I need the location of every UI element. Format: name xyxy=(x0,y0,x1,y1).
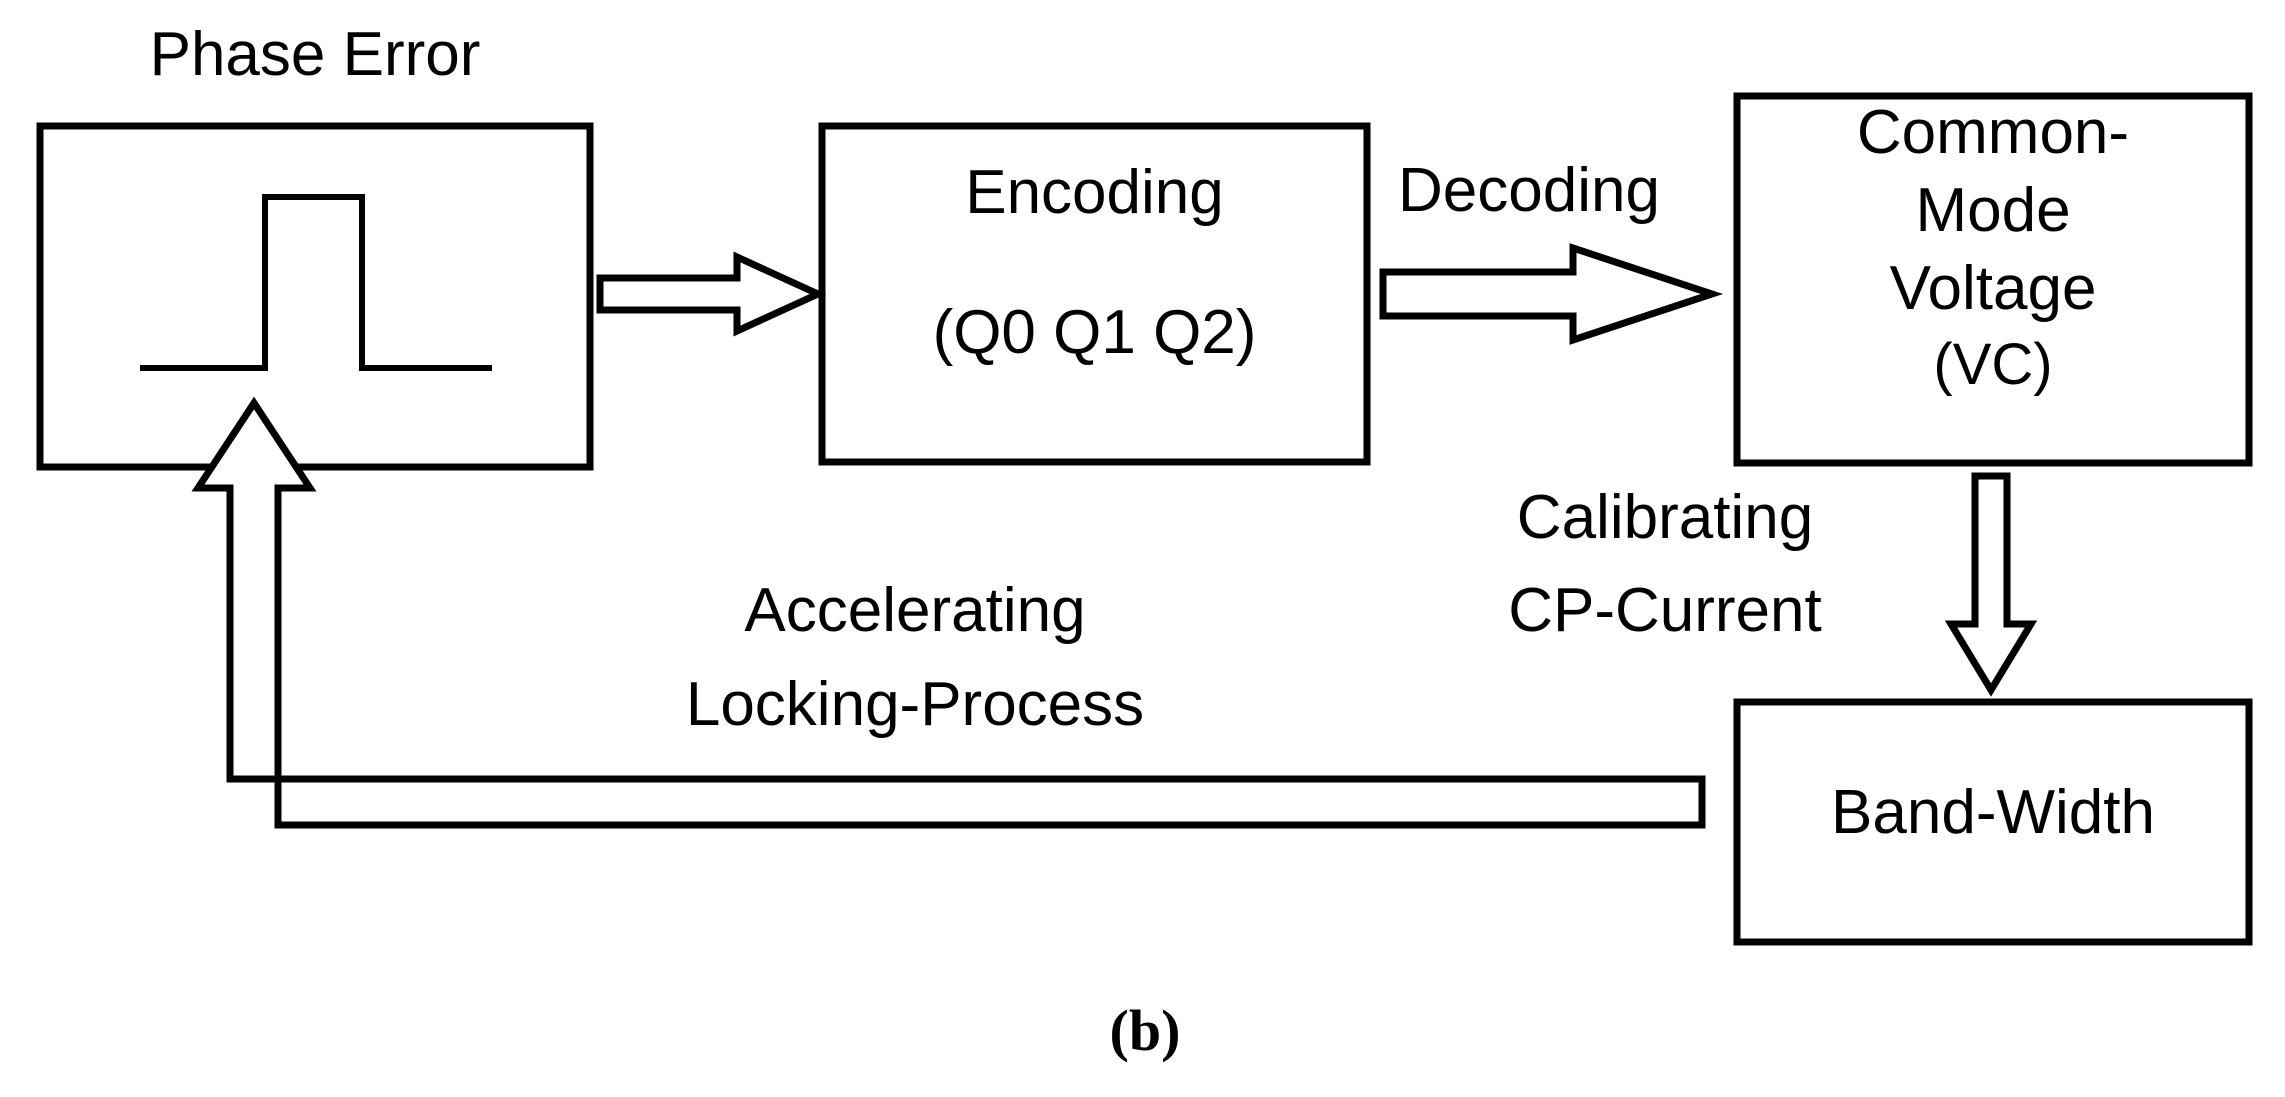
encoding-label-line1: Encoding xyxy=(965,158,1224,227)
cmv-label-line4: (VC) xyxy=(1933,332,2053,397)
accelerating-label-line2: Locking-Process xyxy=(685,670,1145,739)
band-width-box[interactable] xyxy=(1733,698,2253,946)
phase-error-box[interactable] xyxy=(36,122,594,471)
band-width-label: Band-Width xyxy=(1831,778,2155,847)
calibrating-label-line2: CP-Current xyxy=(1508,576,1822,645)
common-mode-voltage-box[interactable] xyxy=(1733,92,2253,467)
encoding-label-line2: (Q0 Q1 Q2) xyxy=(932,298,1257,367)
cmv-label-line3: Voltage xyxy=(1889,254,2097,323)
figure-caption: (b) xyxy=(1109,998,1181,1063)
accelerating-label-line1: Accelerating xyxy=(744,576,1086,645)
calibrating-label-line1: Calibrating xyxy=(1516,483,1814,552)
cmv-label-line2: Mode xyxy=(1915,176,2071,245)
calibrate-arrow-icon xyxy=(1944,472,2038,697)
decoding-label: Decoding xyxy=(1398,156,1660,225)
decode-arrow-icon xyxy=(1379,243,1724,345)
pulse-waveform-icon xyxy=(140,194,492,371)
feedback-arrow-icon xyxy=(191,396,1706,829)
encode-arrow-icon xyxy=(596,251,827,337)
cmv-label-line1: Common- xyxy=(1856,98,2130,167)
phase-error-title: Phase Error xyxy=(149,20,481,89)
